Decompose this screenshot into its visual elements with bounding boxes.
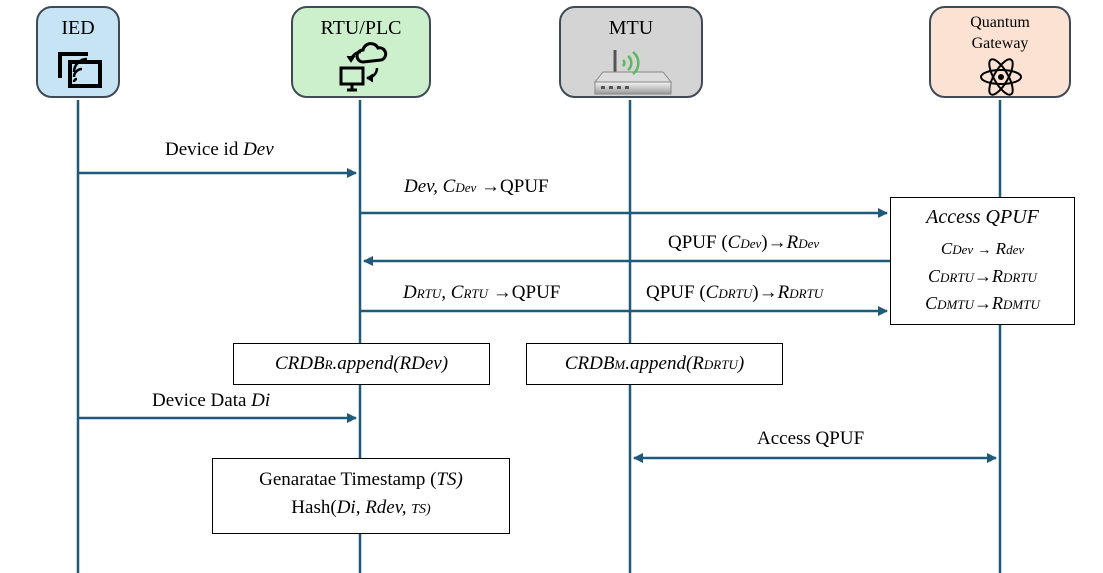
note-mtu-append-p1: CRDB — [564, 353, 615, 374]
gateway-qpuf-box: Access QPUF CDev → Rdev CDRTU→RDRTU CDMT… — [890, 197, 1075, 325]
gw-l2-rsub: DRTU — [1003, 270, 1037, 285]
msg-qpuf-response-rsub: Dev — [798, 236, 820, 251]
atom-icon — [980, 58, 1022, 96]
msg-qpuf-drtu-c: C — [705, 282, 719, 303]
gw-l2-r: R — [992, 266, 1003, 286]
msg-device-id: Device id Dev — [165, 139, 274, 161]
gw-l2-arrow: → — [974, 266, 992, 286]
msg-qpuf-response-arrow: → — [767, 232, 787, 253]
lane-title-gateway-line2: Gateway — [971, 35, 1029, 52]
gateway-qpuf-line3: CDMTU→RDMTU — [891, 293, 1074, 314]
msg-qpuf-drtu-rsub: DRTU — [789, 286, 824, 301]
msg-drtu-dsub: RTU — [416, 286, 442, 301]
msg-drtu-p2: QPUF — [511, 282, 561, 303]
msg-dev-challenge-p2: QPUF — [500, 176, 549, 197]
msg-qpuf-response-p1: QPUF ( — [668, 232, 728, 253]
lane-title-rtu-plc: RTU/PLC — [320, 17, 402, 39]
msg-dev-challenge-sub: Dev — [455, 180, 477, 195]
lane-mtu: MTU — [559, 6, 703, 98]
note-rtu-append-sub: R — [324, 357, 333, 372]
msg-drtu-challenge: DRTU, CRTU →QPUF — [403, 282, 560, 305]
msg-dev-challenge-arrow: → — [481, 176, 501, 197]
msg-device-id-var: Dev — [243, 139, 274, 160]
msg-qpuf-response-c: C — [727, 232, 741, 253]
gw-l3-arrow: → — [974, 293, 992, 313]
note-mtu-append-p3: ) — [737, 353, 745, 374]
note-ts-l2d: Rdev, — [365, 497, 412, 518]
lane-ied: IED — [36, 6, 120, 98]
gw-l2-c: C — [928, 266, 941, 286]
note-ts-l2b: Di — [336, 497, 356, 518]
msg-qpuf-response-close: ) — [761, 232, 768, 253]
note-mtu-append-p2sub: DRTU — [703, 357, 738, 372]
msg-drtu-csub: RTU — [463, 286, 489, 301]
gw-l3-r: R — [992, 293, 1003, 313]
lane-rtu-plc: RTU/PLC — [291, 6, 431, 98]
msg-access-qpuf: Access QPUF — [757, 428, 864, 450]
gateway-qpuf-line1: CDev → Rdev — [891, 239, 1074, 259]
note-mtu-append: CRDBM.append(RDRTU) — [526, 343, 783, 385]
gw-l1-csub: Dev — [952, 242, 974, 257]
msg-qpuf-response-r: R — [786, 232, 799, 253]
note-ts-l1a: Genaratae Timestamp ( — [259, 469, 437, 490]
gateway-qpuf-title: Access QPUF — [926, 206, 1039, 228]
gw-l1-c: C — [940, 239, 953, 258]
msg-qpuf-drtu: QPUF (CDRTU)→RDRTU — [646, 282, 823, 305]
note-ts-l1b: TS) — [436, 469, 463, 490]
gw-l3-c: C — [925, 293, 938, 313]
note-rtu-append-p1: CRDB — [274, 353, 325, 374]
lane-title-quantum-gateway: Quantum Gateway — [931, 12, 1069, 54]
msg-qpuf-drtu-csub: DRTU — [718, 286, 753, 301]
note-mtu-append-p2: .append(R — [625, 353, 704, 374]
msg-drtu-c: C — [450, 282, 464, 303]
router-wifi-icon — [593, 50, 673, 95]
msg-device-data-text: Device Data — [152, 390, 252, 411]
msg-qpuf-response: QPUF (CDev)→RDev — [668, 232, 819, 255]
msg-device-data-var: Di — [251, 390, 271, 411]
gw-l1-rsub: dev — [1006, 242, 1025, 257]
cloud-sync-monitor-icon — [339, 42, 388, 92]
gw-l2-csub: DRTU — [940, 270, 974, 285]
msg-device-id-text: Device id — [165, 139, 244, 160]
gw-l3-csub: DMTU — [937, 297, 974, 312]
note-ts-l2a: Hash( — [291, 497, 337, 518]
lane-quantum-gateway: Quantum Gateway — [929, 6, 1071, 98]
gw-l1-r: R — [995, 239, 1007, 258]
note-timestamp-line1: Genaratae Timestamp (TS) — [213, 469, 509, 491]
gw-l1-arrow: → — [977, 243, 992, 258]
msg-qpuf-drtu-arrow: → — [758, 282, 778, 303]
lane-title-ied: IED — [61, 17, 95, 39]
msg-device-data: Device Data Di — [152, 390, 270, 412]
msg-drtu-d: D — [403, 282, 417, 303]
note-ts-l2e: TS) — [411, 502, 431, 517]
lane-title-mtu: MTU — [608, 17, 654, 39]
lane-title-gateway-line1: Quantum — [970, 14, 1030, 31]
note-ts-l2c: , — [355, 497, 366, 518]
msg-qpuf-drtu-r: R — [777, 282, 790, 303]
note-rtu-append-p2: .append(RDev) — [332, 353, 449, 374]
msg-drtu-sep: , — [441, 282, 451, 303]
gw-l3-rsub: DMTU — [1003, 297, 1040, 312]
msg-qpuf-drtu-close: ) — [752, 282, 759, 303]
msg-qpuf-drtu-p1: QPUF ( — [646, 282, 706, 303]
msg-dev-challenge: Dev, CDev →QPUF — [404, 176, 549, 199]
cast-screen-icon — [58, 52, 102, 88]
msg-qpuf-response-csub: Dev — [740, 236, 762, 251]
msg-dev-challenge-p1: Dev, C — [404, 176, 456, 197]
note-rtu-append: CRDBR.append(RDev) — [233, 343, 490, 385]
msg-drtu-arrow: → — [492, 282, 512, 303]
note-timestamp-line2: Hash(Di, Rdev, TS) — [213, 497, 509, 521]
gateway-qpuf-line2: CDRTU→RDRTU — [891, 266, 1074, 287]
msg-access-qpuf-text: Access QPUF — [757, 428, 865, 449]
note-timestamp: Genaratae Timestamp (TS) Hash(Di, Rdev, … — [212, 458, 510, 534]
note-mtu-append-sub: M — [614, 357, 626, 372]
